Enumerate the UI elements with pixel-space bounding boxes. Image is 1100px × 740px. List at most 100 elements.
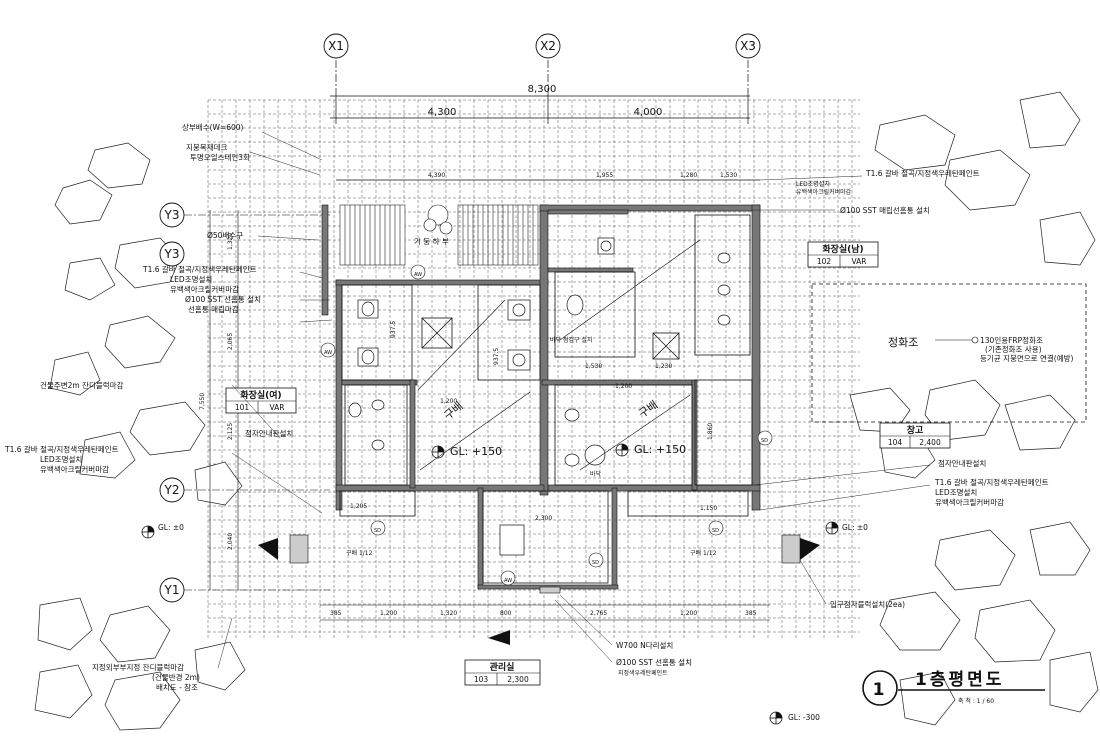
note-acrylic-2: 유백색아크릴커버마감 xyxy=(40,464,109,474)
room-tag-office: 관리실 103 2,300 xyxy=(464,659,541,686)
grid-label-y3: Y3 xyxy=(164,208,180,222)
grid-label-x2: X2 xyxy=(540,39,556,53)
septic-label: 정화조 xyxy=(888,336,918,349)
building-walls xyxy=(321,204,761,590)
door-tag-aw-2: AW xyxy=(324,350,332,356)
note-mat: W700 N다리설치 xyxy=(616,641,673,650)
note-sst-1b: 선홈통 매립마감 xyxy=(188,304,239,314)
grid-label-y3b: Y3 xyxy=(164,247,180,261)
bdim-1: 385 xyxy=(330,610,342,617)
note-led-2: LED조명설치 xyxy=(40,454,82,464)
gl-label-outer-left: GL: ±0 xyxy=(158,523,184,532)
note-outdoor-block: 지정외부부지정 잔디블럭마감 xyxy=(92,662,184,672)
gl-label-outer-right: GL: ±0 xyxy=(842,523,868,532)
note-disabled-sign: 점자안내판설치 xyxy=(938,458,986,468)
note-roof-open: 바닥 점검구 설치 xyxy=(550,336,592,344)
septic-note-1: 130인용FRP정화조 xyxy=(980,335,1043,345)
note-t16-1: T1.6 갈바 절곡/지정색우레탄페인트 xyxy=(142,264,257,274)
door-tag-aw-1: AW xyxy=(414,272,422,278)
door-tag-aw-3: AW xyxy=(504,578,512,584)
note-sst-bottom: Ø100 SST 선홈통 설치 xyxy=(616,657,692,667)
subdim-4: 1,530 xyxy=(720,172,737,179)
svg-text:2,300: 2,300 xyxy=(507,675,529,684)
note-sst-1: Ø100 SST 선홈통 설치 xyxy=(185,294,261,304)
note-sst-bottom-2: 지정색우레탄페인트 xyxy=(618,669,668,677)
bdim-5: 2,765 xyxy=(590,610,607,617)
ramp-slope-right: 구배 1/12 xyxy=(690,549,717,557)
note-led-right: LED조명설치 xyxy=(935,487,977,497)
top-dimension-lines xyxy=(330,60,760,181)
vdim-1: 1,320 xyxy=(227,233,234,250)
svg-text:103: 103 xyxy=(474,675,489,684)
note-led-top: LED조명설치 xyxy=(796,180,830,188)
bdim-6: 1,200 xyxy=(680,610,697,617)
note-deck-2: 투명오일스테인3회 xyxy=(190,152,250,162)
slope-label-right: 구배 xyxy=(636,398,660,420)
svg-text:VAR: VAR xyxy=(852,257,867,266)
door-tags xyxy=(320,264,773,586)
inner-dim-7: 1,205 xyxy=(350,503,367,510)
note-t16-2: T1.6 갈바 절곡/지정색우레탄페인트 xyxy=(4,444,119,454)
grid-bubbles-x xyxy=(323,33,761,59)
inspection-hatches xyxy=(421,317,680,360)
door-tag-sd-3: SD xyxy=(712,528,719,534)
drawing-number: 1 xyxy=(873,680,888,700)
vdim-2: 2,065 xyxy=(227,333,234,350)
drawing-scale: 축 척 : 1 / 60 xyxy=(958,697,994,705)
room-tag-storage: 창고 104 2,400 xyxy=(879,422,951,449)
subdim-1: 4,390 xyxy=(428,172,445,179)
svg-text:관리실: 관리실 xyxy=(490,661,515,673)
room-tag-toilet-f: 화장실(여) 101 VAR xyxy=(225,387,297,414)
inner-dim-5: 1,200 xyxy=(440,398,457,405)
svg-text:101: 101 xyxy=(235,403,250,412)
septic-note-2: (기존정화조 사용) xyxy=(985,344,1042,354)
note-deck: 지붕목재데크 xyxy=(186,143,227,152)
inner-dim-8: 2,300 xyxy=(535,515,552,522)
note-acrylic-1: 유백색아크릴커버마감 xyxy=(170,284,239,294)
note-acrylic-right: 유백색아크릴커버마감 xyxy=(935,497,1004,507)
toilet-fixtures xyxy=(348,237,731,556)
grid-bubbles-y xyxy=(159,202,185,603)
note-roof-drain: 상부배수(W=600) xyxy=(182,122,244,132)
svg-text:VAR: VAR xyxy=(270,403,285,412)
septic-tank-outline xyxy=(811,283,1087,423)
vdim-total: 7,550 xyxy=(199,393,206,410)
door-tag-sd-4: SD xyxy=(592,560,599,566)
note-tactile: 입구점자블럭설치(2ea) xyxy=(830,599,905,609)
note-sst-top: Ø100 SST 매립선홈통 설치 xyxy=(840,205,930,215)
svg-text:화장실(남): 화장실(남) xyxy=(822,243,863,255)
svg-text:2,400: 2,400 xyxy=(919,438,941,447)
vdim-3: 2,125 xyxy=(227,423,234,440)
note-building-block: 건물주변2m 잔디블럭마감 xyxy=(40,380,124,390)
inner-dim-10: 1,860 xyxy=(707,423,714,440)
inner-dim-9: 1,150 xyxy=(700,505,717,512)
note-t16-right: T1.6 갈바 절곡/지정색우레탄페인트 xyxy=(934,477,1049,487)
svg-text:창고: 창고 xyxy=(907,424,924,436)
bdim-7: 385 xyxy=(745,610,757,617)
note-led-1: LED조명설치 xyxy=(170,274,212,284)
inner-dim-2: 937.5 xyxy=(493,348,500,365)
bdim-2: 1,200 xyxy=(380,610,397,617)
inner-dim-3: 1,530 xyxy=(585,363,602,370)
subdim-3: 1,280 xyxy=(680,172,697,179)
title-block: 1 1층평면도 축 척 : 1 / 60 xyxy=(862,670,1045,706)
grid-label-y1: Y1 xyxy=(164,583,180,597)
septic-note-3: 등기균 지붕면으로 연결(예방) xyxy=(980,353,1073,363)
note-drain-pipe: Ø50배수구 xyxy=(207,231,243,240)
grid-label-y2: Y2 xyxy=(164,483,180,497)
note-pillar: 기 둥 하 부 xyxy=(414,236,449,246)
vdim-4: 2,040 xyxy=(227,533,234,550)
left-width: 4,300 xyxy=(428,107,457,118)
note-acrylic-top: 유백색아크릴커버마감 xyxy=(796,188,852,196)
tree-symbol xyxy=(423,204,453,235)
inner-dim-1: 937.5 xyxy=(390,321,397,338)
door-tag-sd-1: SD xyxy=(761,438,768,444)
svg-text:104: 104 xyxy=(888,438,903,447)
subdim-2: 1,955 xyxy=(596,172,613,179)
door-tag-sd-2: SD xyxy=(374,528,381,534)
ramp-slope-left: 구배 1/12 xyxy=(346,549,373,557)
gl-label-right: GL: +150 xyxy=(634,443,686,456)
bdim-4: 800 xyxy=(500,610,512,617)
total-width: 8,300 xyxy=(528,84,557,95)
